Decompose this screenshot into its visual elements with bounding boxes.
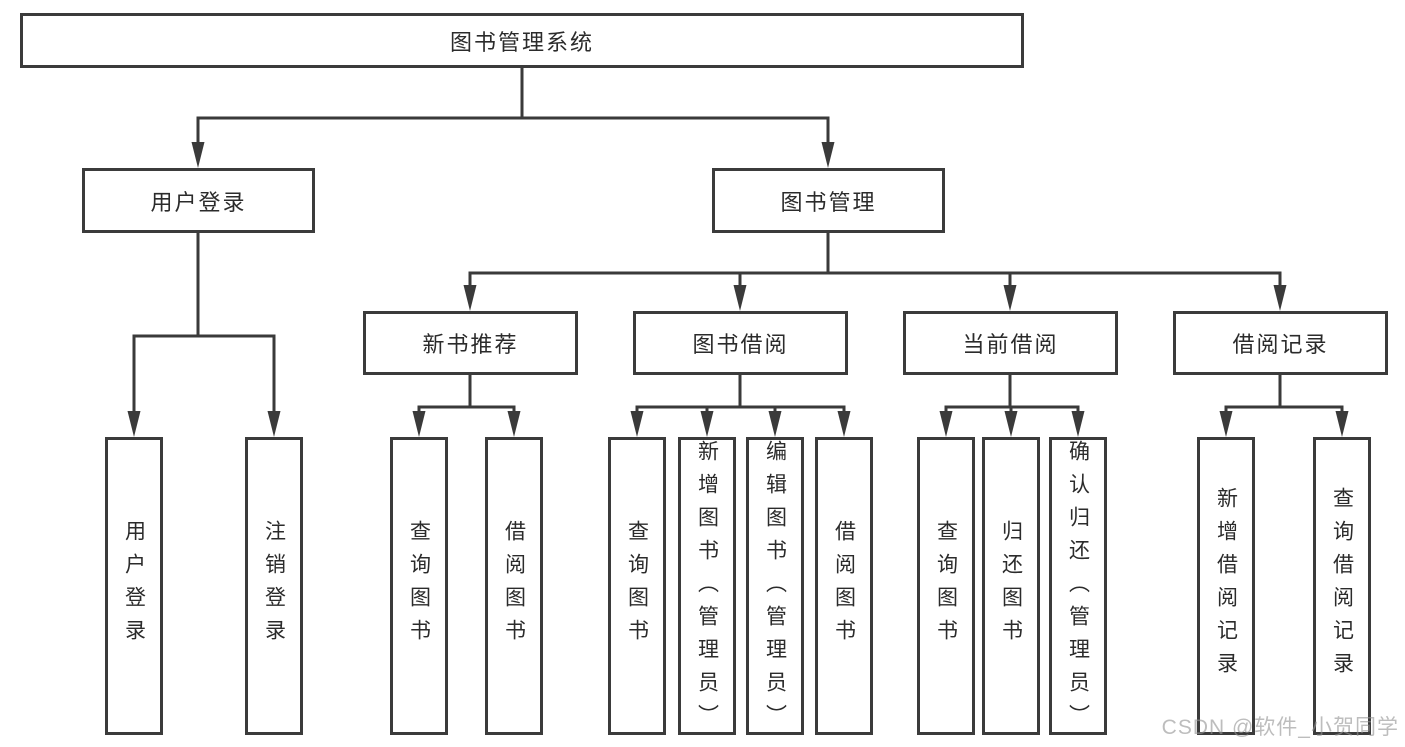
- leaf-label: 新增借阅记录: [1214, 487, 1238, 685]
- node-current-borrowing: 当前借阅: [903, 311, 1118, 375]
- leaf-label: 查询图书: [625, 520, 649, 652]
- leaf-search-books-recommend: 查询图书: [390, 437, 448, 735]
- leaf-label: 借阅图书: [502, 520, 526, 652]
- leaf-label: 编辑图书（管理员）: [763, 440, 787, 737]
- leaf-label: 查询借阅记录: [1330, 487, 1354, 685]
- leaf-label: 用户登录: [122, 520, 146, 652]
- node-user-login: 用户登录: [82, 168, 315, 233]
- leaf-label: 查询图书: [934, 520, 958, 652]
- node-label: 当前借阅: [962, 332, 1059, 357]
- node-label: 新书推荐: [422, 332, 519, 357]
- leaf-label: 新增图书（管理员）: [695, 440, 719, 737]
- leaf-confirm-return-admin: 确认归还（管理员）: [1049, 437, 1107, 737]
- leaf-add-borrow-record: 新增借阅记录: [1197, 437, 1255, 735]
- leaf-edit-book-admin: 编辑图书（管理员）: [746, 437, 804, 737]
- leaf-borrow-books-borrowing: 借阅图书: [815, 437, 873, 735]
- node-book-borrowing: 图书借阅: [633, 311, 848, 375]
- leaf-return-book: 归还图书: [982, 437, 1040, 735]
- leaf-search-books-current: 查询图书: [917, 437, 975, 735]
- leaf-label: 查询图书: [407, 520, 431, 652]
- node-label: 用户登录: [150, 189, 247, 215]
- node-label: 图书管理: [780, 189, 877, 215]
- node-borrowing-records: 借阅记录: [1173, 311, 1388, 375]
- leaf-label: 归还图书: [999, 520, 1023, 652]
- node-label: 图书管理系统: [449, 29, 594, 55]
- csdn-watermark: CSDN @软件_小贺同学: [1161, 716, 1399, 739]
- node-library-management-system: 图书管理系统: [20, 13, 1024, 68]
- leaf-label: 注销登录: [262, 520, 286, 652]
- node-book-management: 图书管理: [712, 168, 945, 233]
- node-label: 图书借阅: [692, 332, 789, 357]
- leaf-label: 确认归还（管理员）: [1066, 440, 1090, 737]
- leaf-user-login: 用户登录: [105, 437, 163, 735]
- node-label: 借阅记录: [1232, 332, 1329, 357]
- leaf-borrow-books-recommend: 借阅图书: [485, 437, 543, 735]
- leaf-search-borrow-record: 查询借阅记录: [1313, 437, 1371, 735]
- leaf-logout: 注销登录: [245, 437, 303, 735]
- leaf-search-books-borrowing: 查询图书: [608, 437, 666, 735]
- node-new-book-recommendation: 新书推荐: [363, 311, 578, 375]
- leaf-label: 借阅图书: [832, 520, 856, 652]
- leaf-add-book-admin: 新增图书（管理员）: [678, 437, 736, 737]
